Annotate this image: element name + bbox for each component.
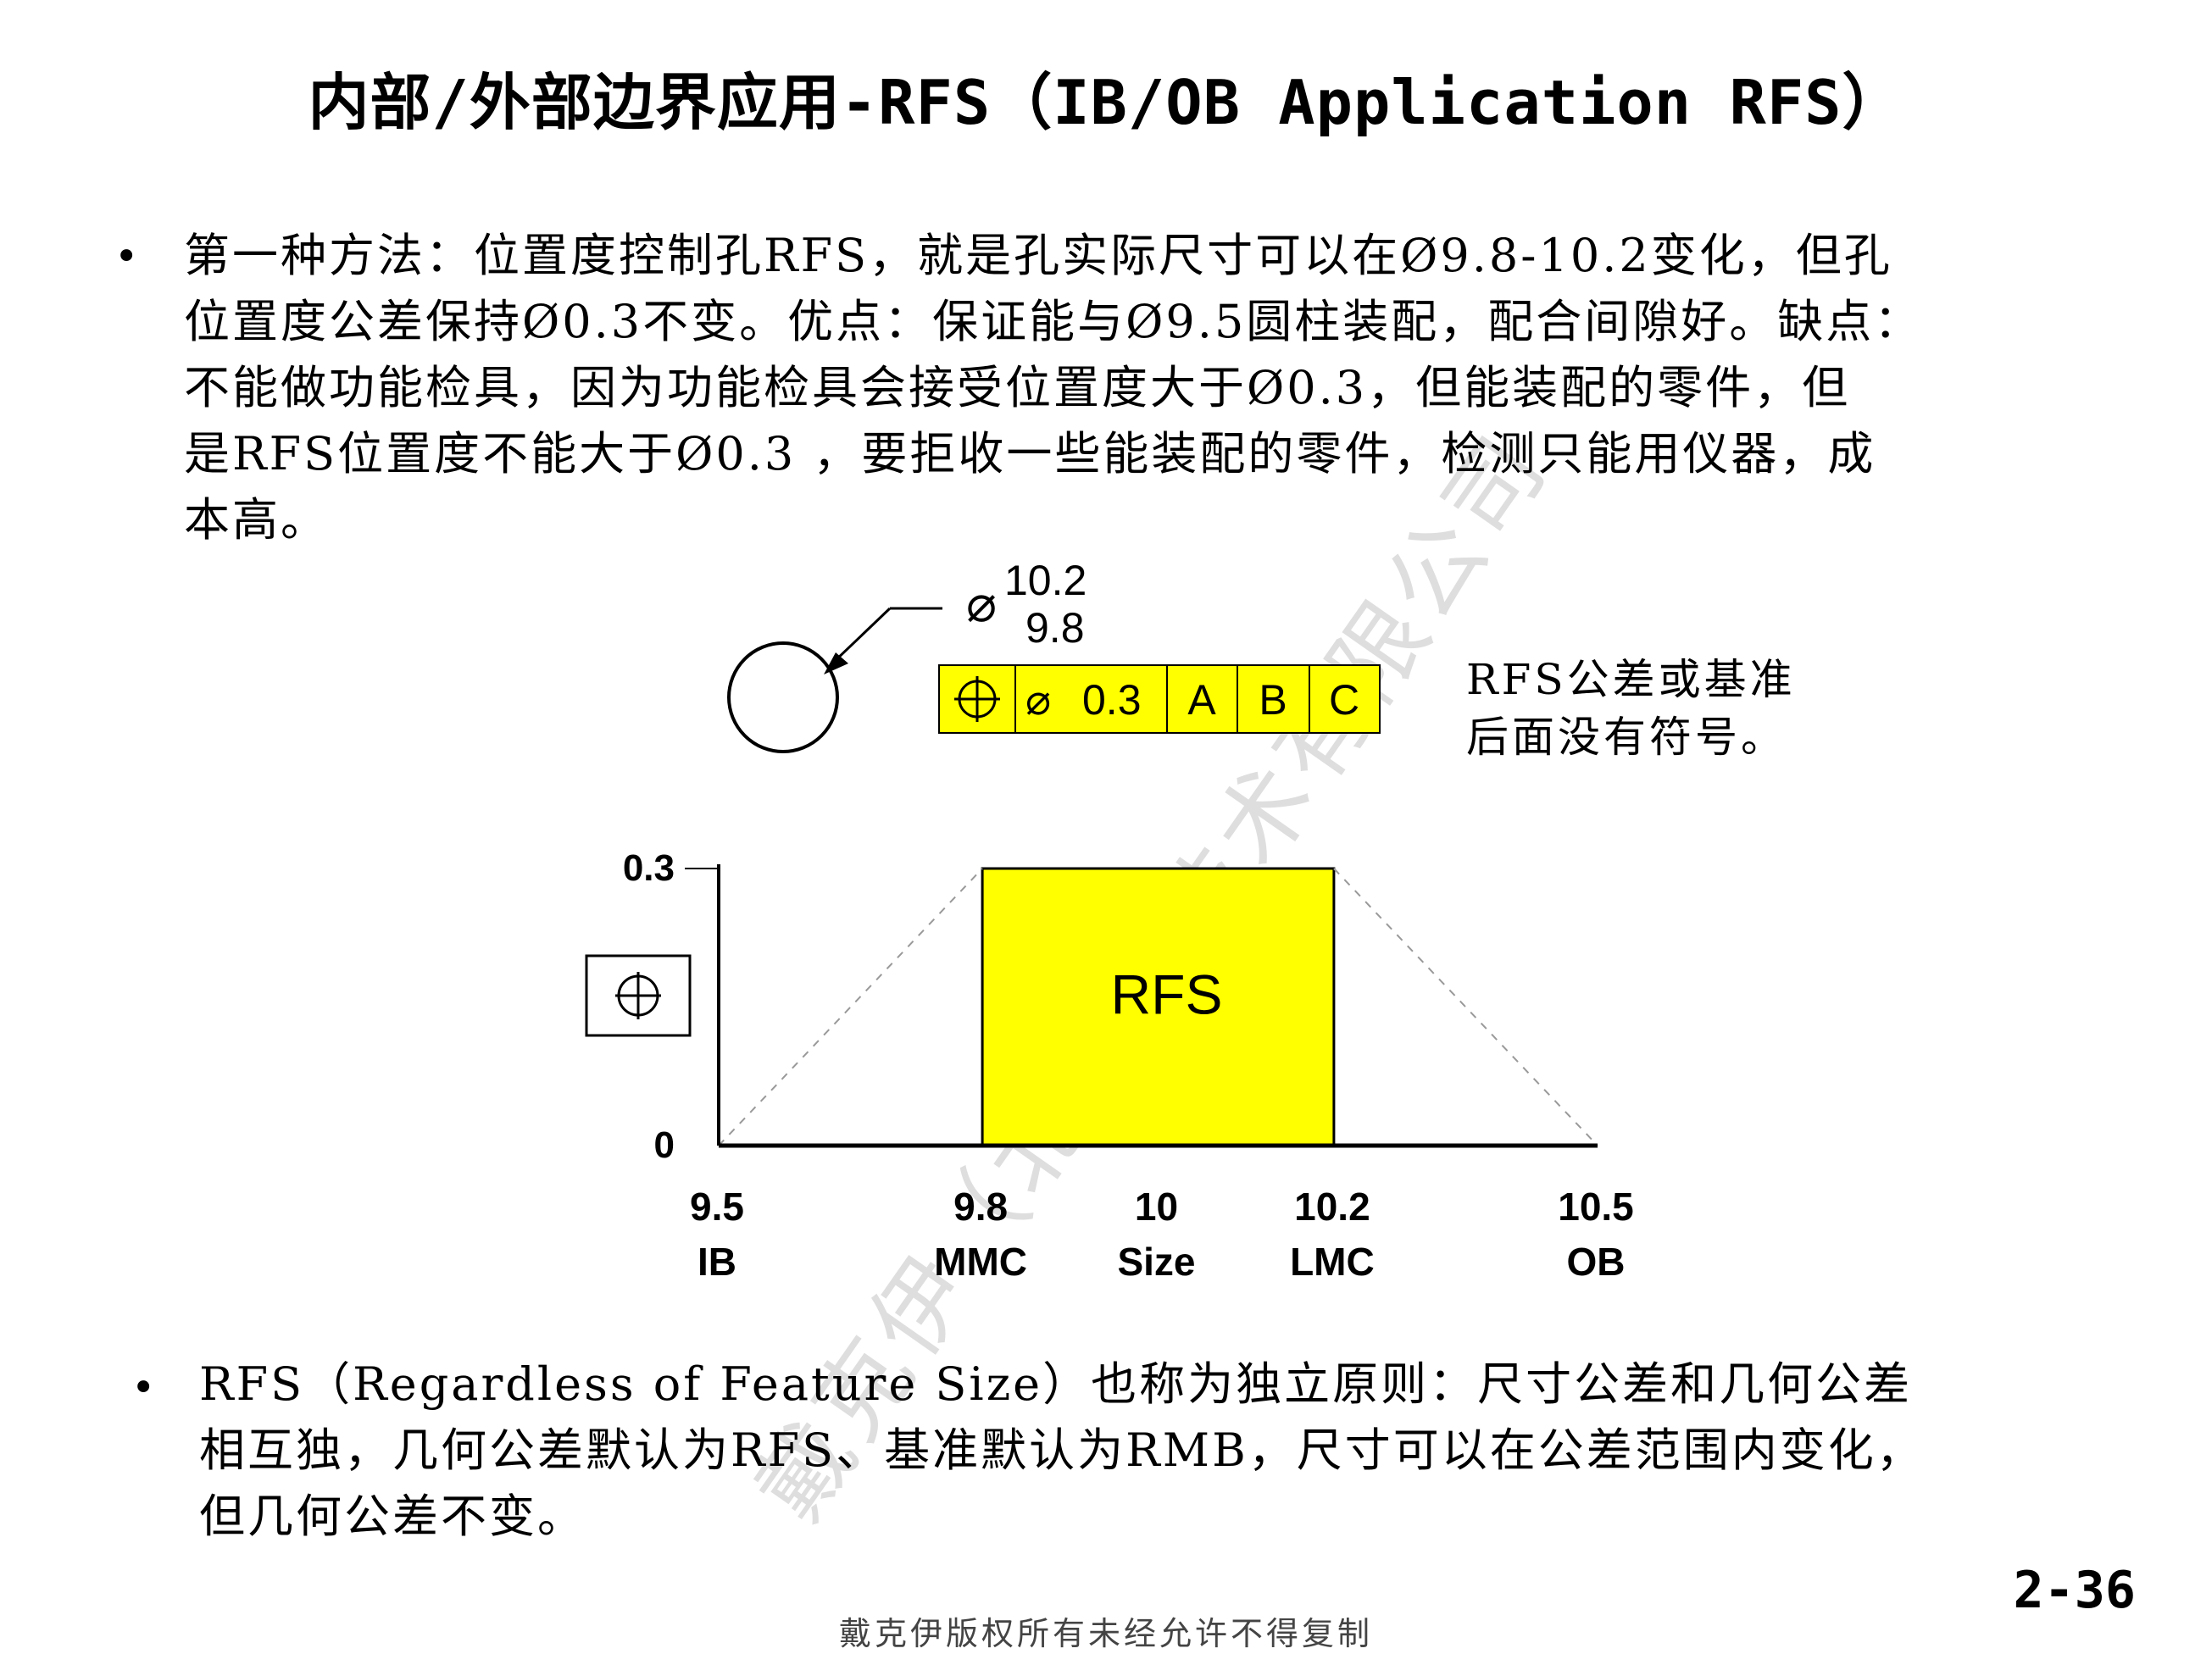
x-tick-sublabel: IB — [698, 1240, 736, 1284]
x-tick-label: 9.5 — [690, 1185, 744, 1229]
size-lower-limit: 9.8 — [1025, 604, 1085, 652]
page-title: 内部/外部边界应用-RFS（IB/OB Application RFS） — [308, 67, 1904, 138]
paragraph-rfs-definition: RFS（Regardless of Feature Size）也称为独立原则：尺… — [199, 1357, 1925, 1543]
fcf-datum-c: C — [1329, 676, 1359, 724]
x-tick-label: 10 — [1135, 1185, 1178, 1229]
copyright-footer: 戴克伊版权所有未经允许不得复制 — [838, 1615, 1373, 1652]
paragraph-method-one: 第一种方法：位置度控制孔RFS，就是孔实际尺寸可以在Ø9.8-10.2变化，但孔… — [184, 229, 1923, 547]
size-upper-limit: 10.2 — [1004, 557, 1087, 604]
fcf-datum-b: B — [1259, 676, 1287, 724]
x-tick-sublabel: MMC — [934, 1240, 1027, 1284]
hole-circle — [727, 641, 839, 753]
dashed-boundary-left — [718, 868, 983, 1146]
x-tick-sublabel: LMC — [1290, 1240, 1375, 1284]
position-symbol-box — [585, 954, 692, 1037]
fcf-background — [938, 664, 1381, 734]
y-tick-label-0.3: 0.3 — [623, 847, 675, 889]
x-tick-label: 10.5 — [1558, 1185, 1634, 1229]
y-tick-label-0: 0 — [654, 1124, 675, 1166]
position-symbol-icon — [954, 676, 1000, 722]
page-number: 2-36 — [2013, 1561, 2137, 1620]
x-tick-label: 9.8 — [953, 1185, 1008, 1229]
bullet-marker: • — [131, 1364, 156, 1412]
diameter-symbol: ⌀ — [966, 575, 997, 632]
bullet-marker: • — [114, 233, 139, 280]
leader-line — [831, 607, 892, 665]
fcf-datum-a: A — [1187, 676, 1216, 724]
feature-control-frame: ⌀ 0.3 A B C — [938, 664, 1381, 734]
leader-arrowhead — [824, 652, 848, 674]
x-tick-sublabel: Size — [1117, 1240, 1195, 1284]
fcf-diameter-symbol: ⌀ — [1025, 676, 1051, 724]
x-tick-label: 10.2 — [1294, 1185, 1370, 1229]
fcf-tolerance-value: 0.3 — [1082, 676, 1142, 724]
dashed-boundary-right — [1333, 868, 1598, 1146]
rfs-zone — [981, 867, 1336, 1147]
rfs-note: RFS公差或基准 后面没有符号。 — [1466, 655, 1796, 762]
rfs-zone-label: RFS — [1111, 963, 1223, 1026]
x-tick-sublabel: OB — [1567, 1240, 1626, 1284]
